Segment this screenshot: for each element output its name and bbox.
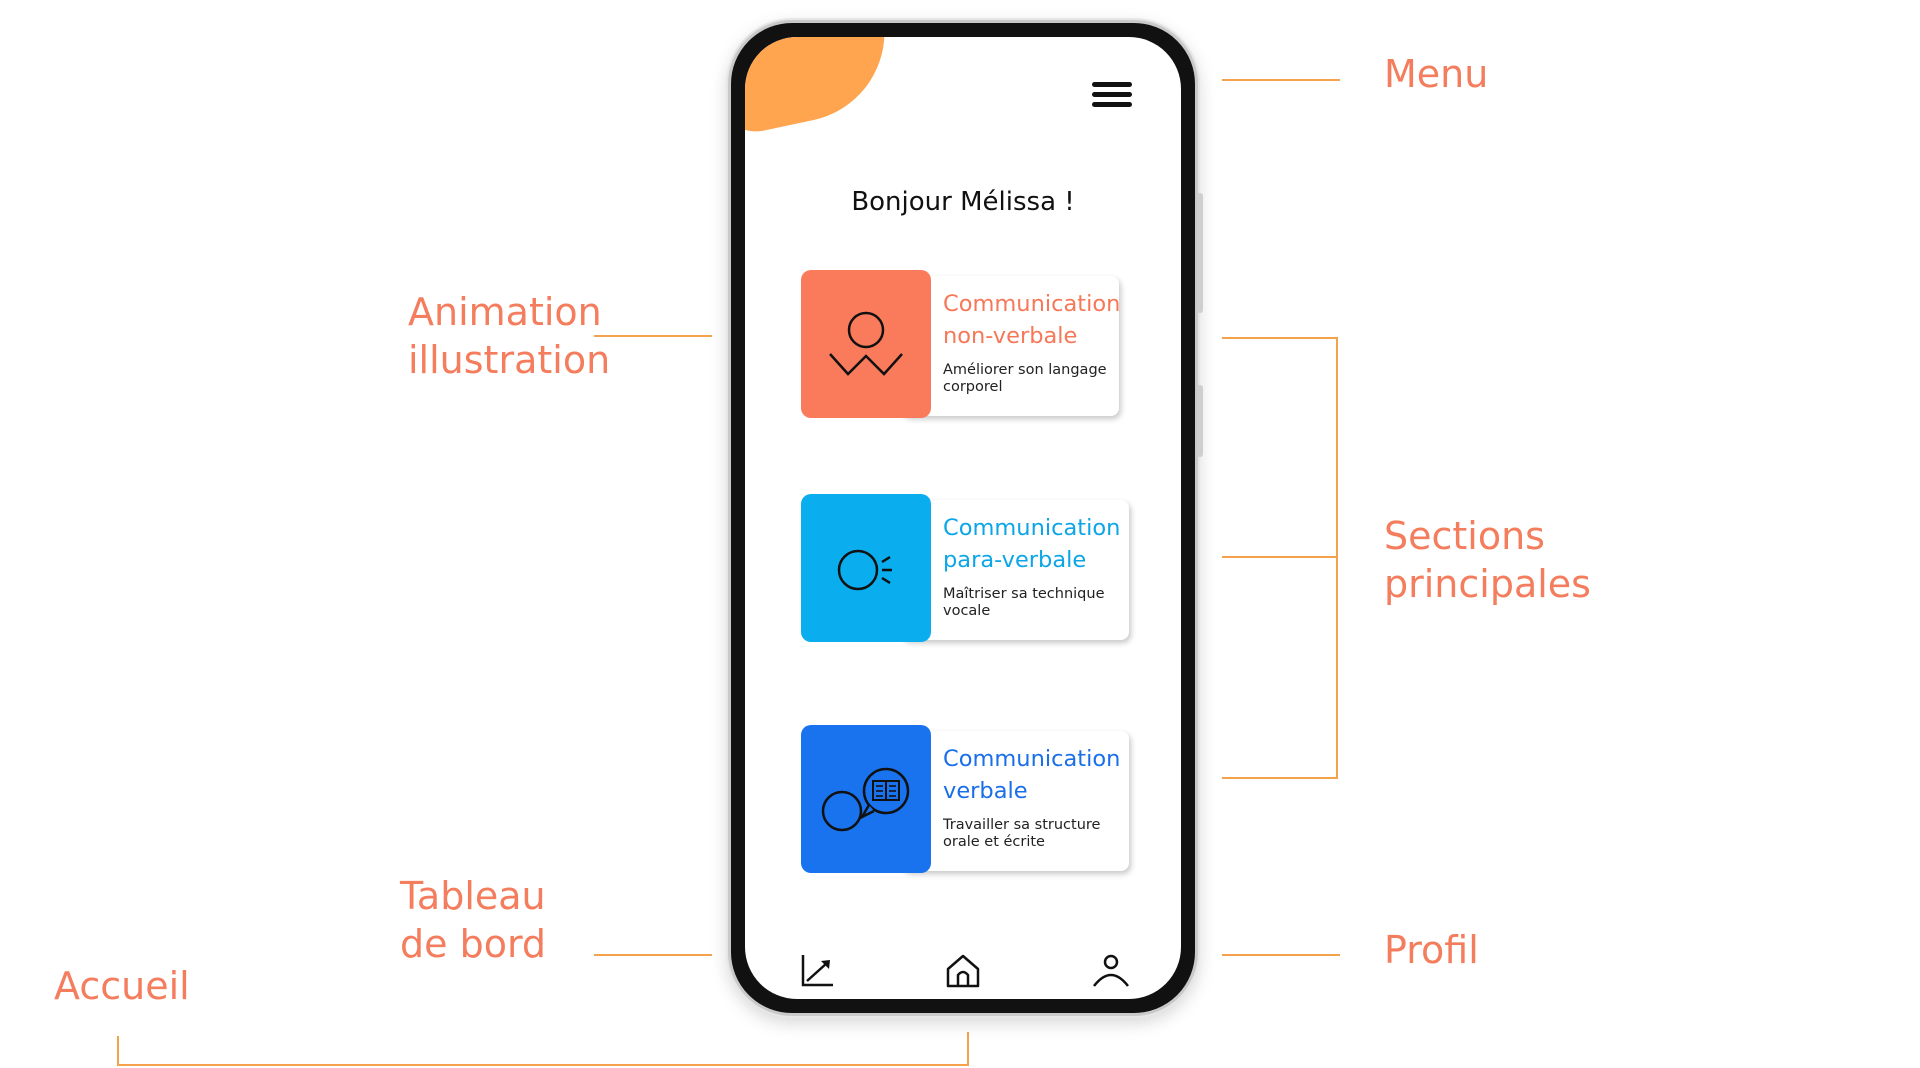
voice-emission-icon — [837, 549, 892, 591]
card-panel — [901, 500, 1129, 640]
card-title: Communication para-verbale — [943, 515, 1121, 573]
app-screen: Bonjour Mélissa ! Communication non-verb… — [745, 37, 1181, 999]
section-card-non-verbale[interactable]: Communication non-verbale Améliorer son … — [801, 270, 1131, 420]
sections-connector-bottom — [1222, 777, 1338, 779]
greeting-title: Bonjour Mélissa ! — [851, 187, 1075, 217]
nav-home-button[interactable] — [939, 947, 987, 995]
person-body-language-icon — [829, 311, 903, 376]
nav-dashboard-button[interactable] — [793, 947, 841, 995]
card-subtitle: Maîtriser sa technique vocale — [943, 586, 1105, 619]
accueil-bracket-left — [117, 1036, 119, 1066]
decorative-blob — [745, 37, 902, 139]
section-card-para-verbale[interactable]: Communication para-verbale Maîtriser sa … — [801, 494, 1131, 644]
annotation-accueil: Accueil — [54, 964, 190, 1008]
annotation-sections-principales: Sections principales — [1384, 514, 1591, 606]
phone-side-button-upper — [1197, 193, 1203, 313]
sections-bracket-vertical — [1336, 337, 1338, 779]
accueil-bracket-right — [967, 1032, 969, 1066]
tableau-connector-line — [594, 954, 712, 956]
sections-connector-top — [1222, 337, 1338, 339]
accueil-bracket-bottom — [117, 1064, 969, 1066]
phone-side-button-lower — [1197, 385, 1203, 457]
annotation-menu: Menu — [1384, 52, 1489, 96]
section-card-verbale[interactable]: Communication verbale Travailler sa stru… — [801, 725, 1131, 875]
menu-connector-line — [1222, 79, 1340, 81]
card-panel — [901, 276, 1119, 416]
annotation-animation-illustration: Animation illustration — [408, 290, 611, 382]
hamburger-menu-icon[interactable] — [1090, 80, 1134, 110]
user-profile-icon — [1093, 954, 1129, 987]
chart-trend-icon — [801, 955, 833, 987]
home-icon — [946, 954, 980, 988]
phone-frame: Bonjour Mélissa ! Communication non-verb… — [728, 20, 1203, 1016]
card-illustration-tile — [801, 725, 931, 873]
card-subtitle: Travailler sa structure orale et écrite — [943, 817, 1101, 850]
sections-connector-mid — [1222, 556, 1338, 558]
nav-profile-button[interactable] — [1087, 947, 1135, 995]
annotation-tableau-de-bord: Tableau de bord — [400, 874, 547, 966]
card-panel — [901, 731, 1129, 871]
profil-connector-line — [1222, 954, 1340, 956]
card-illustration-tile — [801, 494, 931, 642]
card-title: Communication non-verbale — [943, 291, 1121, 349]
annotation-profil: Profil — [1384, 928, 1479, 972]
card-illustration-tile — [801, 270, 931, 418]
card-title: Communication verbale — [943, 746, 1121, 804]
speech-book-icon — [821, 767, 910, 832]
animation-connector-line — [594, 335, 712, 337]
card-subtitle: Améliorer son langage corporel — [943, 362, 1107, 395]
